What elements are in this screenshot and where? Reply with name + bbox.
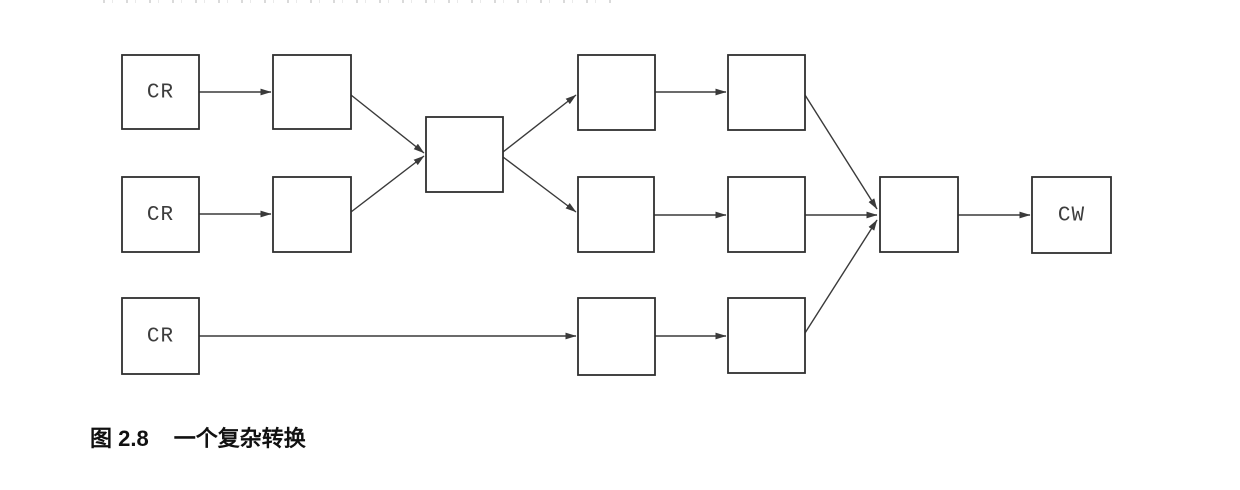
node-cw: CW [1031,176,1112,254]
node-box [727,297,806,374]
node-box [577,54,656,131]
edge-box-top-1-to-merge-left [350,94,425,154]
node-box-top-3 [727,54,806,131]
node-merge-right [879,176,959,253]
edge-merge-left-to-box-middle-2 [502,156,577,213]
node-box-bottom-2 [727,297,806,374]
node-box-top-1 [272,54,352,130]
figure-caption: 图 2.8 一个复杂转换 [90,424,306,454]
edge-box-top-3-to-merge-right [804,94,878,210]
edge-box-middle-1-to-merge-left [350,155,425,213]
node-box [1031,176,1112,254]
node-box [727,176,806,253]
node-merge-left [425,116,504,193]
node-label: CR [147,326,174,349]
node-box-top-2 [577,54,656,131]
node-box-bottom-1 [577,297,656,376]
node-label: CR [147,82,174,105]
node-box [272,176,352,253]
edge-merge-left-to-box-top-2 [502,94,577,153]
node-box [425,116,504,193]
node-box-middle-3 [727,176,806,253]
node-cr-middle: CR [121,176,200,253]
node-box [121,54,200,130]
node-box [577,176,655,253]
figure-caption-title: 一个复杂转换 [173,426,306,451]
node-box [727,54,806,131]
node-box [879,176,959,253]
node-box-middle-1 [272,176,352,253]
node-label: CW [1058,205,1085,228]
node-box [121,297,200,375]
node-label: CR [147,204,174,227]
node-box [577,297,656,376]
edge-box-bottom-2-to-merge-right [804,219,878,334]
node-cr-top: CR [121,54,200,130]
node-box-middle-2 [577,176,655,253]
node-box [272,54,352,130]
figure-caption-number: 图 2.8 [90,426,149,451]
node-cr-bottom: CR [121,297,200,375]
node-box [121,176,200,253]
